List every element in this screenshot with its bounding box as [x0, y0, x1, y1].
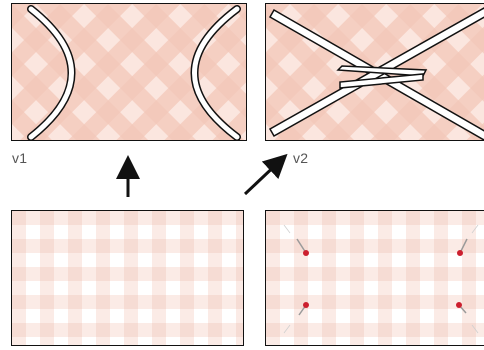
- short-strip-3: [336, 65, 428, 77]
- panel-pinned-gingham: [265, 210, 484, 346]
- curved-strip-left: [28, 6, 74, 140]
- guide-lines: [283, 224, 479, 334]
- pin-top-right: [457, 238, 468, 256]
- pin-bottom-left: [298, 302, 309, 316]
- gingham-fabric: [12, 211, 243, 345]
- panel-v2-crossed-strips: [265, 3, 484, 141]
- short-strip-4: [339, 73, 424, 89]
- pin-bottom-right: [456, 302, 467, 314]
- pin-top-left: [296, 238, 309, 256]
- label-v2: v2: [293, 150, 309, 166]
- panel-plain-gingham: [11, 210, 244, 346]
- panel-v1-curved-strips: [11, 3, 247, 141]
- label-v1: v1: [12, 150, 28, 166]
- diagonal-arrow: [243, 153, 288, 196]
- gingham-fabric: [266, 211, 484, 345]
- curved-strip-right: [192, 6, 240, 140]
